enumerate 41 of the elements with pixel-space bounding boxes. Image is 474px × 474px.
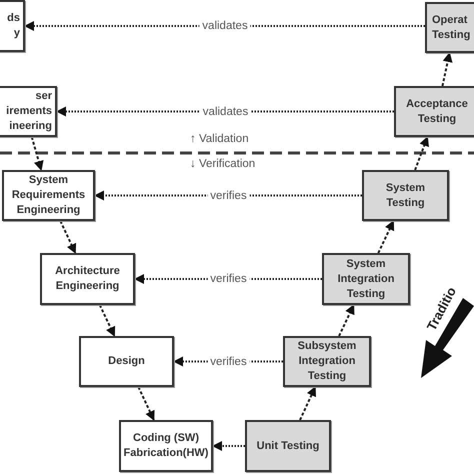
box-label: System Integration Testing [336,256,396,302]
edge-label: validates [200,106,252,118]
arrow [338,304,355,336]
edge-label: verifies [207,190,250,202]
arrow [138,386,155,421]
edge-label: verifies [207,273,250,285]
process-box [2,170,95,221]
arrow [98,304,116,337]
box-label: Operat Testing [432,12,472,42]
arrow [24,21,425,31]
edge-label: validates [199,20,251,32]
box-label: ser irements ineering [5,89,52,134]
edge-label: verifies [207,356,250,368]
box-label: Design [107,354,146,369]
box-label: Acceptance Testing [405,96,469,126]
box-label: System Testing [384,180,426,210]
test-box [394,86,474,137]
arrow [441,52,453,86]
process-box [119,420,213,472]
box-label: Subsystem Integration Testing [296,339,358,384]
arrow [30,136,44,171]
test-box [283,336,371,387]
box-label: ds y [6,11,20,41]
box-label: Coding (SW) Fabrication(HW) [122,431,210,461]
box-label: Unit Testing [256,438,320,454]
test-box [362,170,449,221]
arrow [299,386,316,420]
phase-label: ↓ Verification [190,158,256,170]
test-box [245,420,331,472]
arrow [60,220,76,254]
phase-label: ↑ Validation [190,133,249,145]
test-box [425,2,474,53]
box-label: System Requirements Engineering [10,173,86,218]
test-box [322,253,410,305]
arrow [212,441,245,451]
process-box [79,336,174,387]
box-label: Architecture Engineering [54,264,121,294]
arrow [377,220,394,254]
process-box [40,253,135,305]
process-box [0,0,25,52]
arrow [414,136,429,170]
